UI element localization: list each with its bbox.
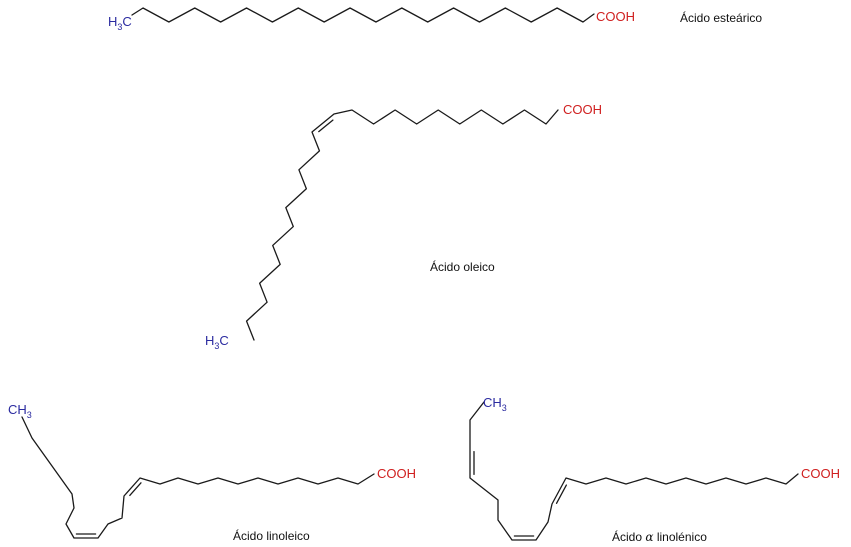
linolenic-double-bond-3 [555,484,568,504]
stearic-acid: H3C COOH Ácido esteárico [108,7,762,32]
oleic-acid-name: Ácido oleico [430,259,495,274]
stearic-chain-bonds [131,7,595,23]
stearic-methyl-sub: 3 [117,22,122,32]
oleic-double-bond [318,119,334,133]
oleic-chain-bonds [245,109,559,341]
oleic-methyl-h: H [205,333,214,348]
linolenic-methyl-group: CH3 [483,395,507,413]
linoleic-methyl-sub: 3 [27,410,32,420]
alpha-symbol: α [645,530,653,544]
linoleic-carboxyl-group: COOH [377,466,416,481]
linolenic-chain-bonds [469,401,799,541]
stearic-methyl-c: C [122,14,131,29]
linolenic-methyl-ch: CH [483,395,502,410]
linolenic-methyl-sub: 3 [502,403,507,413]
linoleic-acid-name: Ácido linoleico [233,528,310,543]
linolenic-carboxyl-group: COOH [801,466,840,481]
linolenic-acid-name: Ácido α linolénico [612,529,707,544]
linoleic-methyl-ch: CH [8,402,27,417]
linoleic-chain-bonds [21,416,375,539]
stearic-carboxyl-group: COOH [596,9,635,24]
stearic-acid-name: Ácido esteárico [680,10,762,25]
oleic-methyl-c: C [219,333,228,348]
linoleic-methyl-group: CH3 [8,402,32,420]
oleic-methyl-group: H3C [205,333,229,351]
linolenic-name-prefix: Ácido [612,529,642,544]
linoleic-double-bond-2 [129,482,142,497]
oleic-carboxyl-group: COOH [563,102,602,117]
stearic-methyl-group: H3C [108,14,132,32]
alpha-linolenic-acid: CH3 COOH Ácido α linolénico [469,395,840,544]
linoleic-acid: CH3 COOH Ácido linoleico [8,402,416,543]
stearic-methyl-h: H [108,14,117,29]
linolenic-name-suffix: linolénico [657,530,707,544]
oleic-methyl-sub: 3 [214,341,219,351]
oleic-acid: COOH H3C Ácido oleico [205,102,602,351]
